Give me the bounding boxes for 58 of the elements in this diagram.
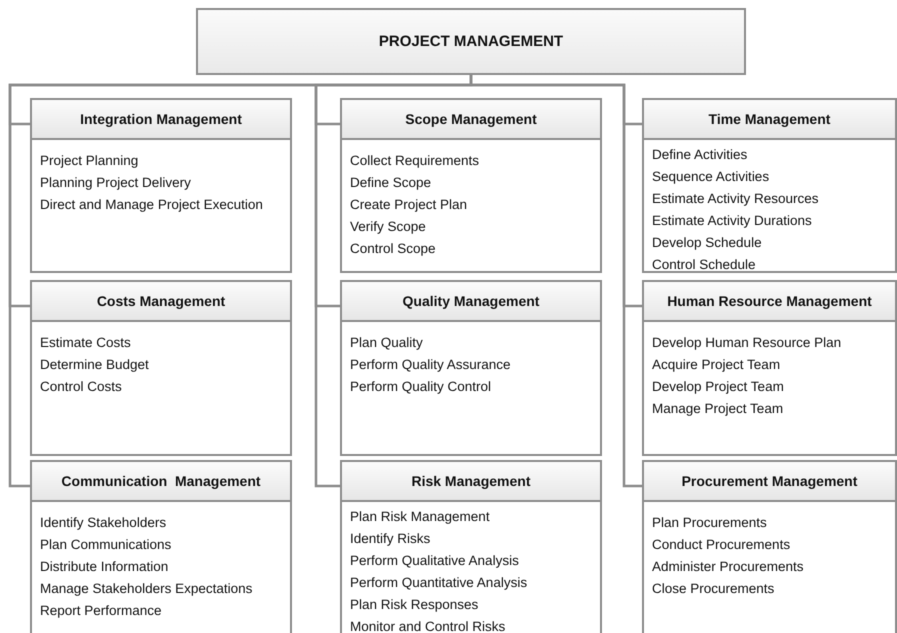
task-item: Estimate Activity Resources — [652, 190, 819, 208]
task-item: Plan Communications — [40, 536, 172, 554]
task-item: Control Schedule — [652, 256, 756, 274]
category-card — [30, 460, 292, 633]
task-item: Perform Quality Assurance — [350, 356, 511, 374]
task-item: Report Performance — [40, 602, 162, 620]
task-item: Perform Quantitative Analysis — [350, 574, 528, 592]
task-item: Plan Quality — [350, 334, 423, 352]
task-item: Determine Budget — [40, 356, 149, 374]
card-header: Integration Management — [32, 100, 290, 140]
task-item: Control Costs — [40, 378, 122, 396]
task-item: Identify Risks — [350, 530, 430, 548]
card-header: Costs Management — [32, 282, 290, 322]
task-item: Define Scope — [350, 174, 432, 192]
task-item: Estimate Costs — [40, 334, 131, 352]
task-item: Create Project Plan — [350, 196, 468, 214]
task-item: Define Activities — [652, 146, 748, 164]
task-item: Project Planning — [40, 152, 138, 170]
task-item: Plan Procurements — [652, 514, 767, 532]
task-item: Close Procurements — [652, 580, 774, 598]
category-card — [340, 280, 602, 456]
task-item: Develop Schedule — [652, 234, 762, 252]
task-item: Planning Project Delivery — [40, 174, 191, 192]
category-card — [340, 98, 602, 273]
card-header: Procurement Management — [644, 462, 895, 502]
category-card — [642, 280, 897, 456]
task-item: Manage Stakeholders Expectations — [40, 580, 252, 598]
task-item: Develop Human Resource Plan — [652, 334, 842, 352]
category-card — [30, 280, 292, 456]
task-item: Perform Quality Control — [350, 378, 492, 396]
task-item: Manage Project Team — [652, 400, 784, 418]
task-item: Acquire Project Team — [652, 356, 780, 374]
task-item: Monitor and Control Risks — [350, 618, 506, 633]
task-item: Perform Qualitative Analysis — [350, 552, 519, 570]
card-header: Human Resource Management — [644, 282, 895, 322]
task-item: Plan Risk Responses — [350, 596, 478, 614]
card-header: Quality Management — [342, 282, 600, 322]
card-header: Risk Management — [342, 462, 600, 502]
card-header: Time Management — [644, 100, 895, 140]
title-box: PROJECT MANAGEMENT — [196, 8, 746, 75]
category-card — [642, 98, 897, 273]
task-item: Control Scope — [350, 240, 436, 258]
task-item: Identify Stakeholders — [40, 514, 166, 532]
card-header: Scope Management — [342, 100, 600, 140]
task-item: Conduct Procurements — [652, 536, 790, 554]
task-item: Verify Scope — [350, 218, 426, 236]
task-item: Direct and Manage Project Execution — [40, 196, 263, 214]
task-item: Collect Requirements — [350, 152, 480, 170]
category-card — [340, 460, 602, 633]
task-item: Administer Procurements — [652, 558, 804, 576]
task-item: Sequence Activities — [652, 168, 770, 186]
task-item: Distribute Information — [40, 558, 168, 576]
category-card — [30, 98, 292, 273]
task-item: Estimate Activity Durations — [652, 212, 812, 230]
task-item: Plan Risk Management — [350, 508, 490, 526]
category-card — [642, 460, 897, 633]
task-item: Develop Project Team — [652, 378, 784, 396]
card-header: Communication Management — [32, 462, 290, 502]
